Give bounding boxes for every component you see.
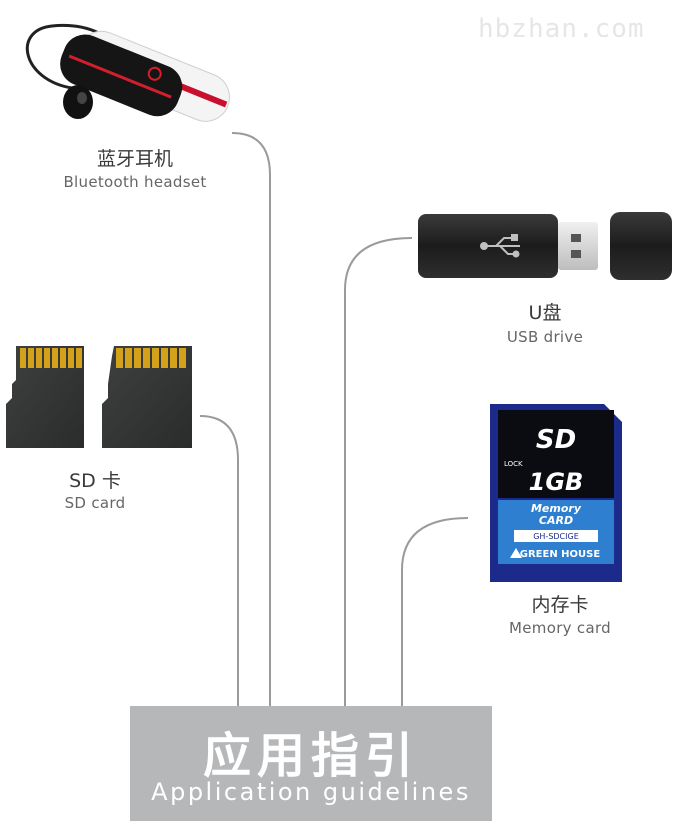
application-guide-banner: 应用指引 Application guidelines — [130, 706, 492, 821]
memory-card-image: SD LOCK 1GB Memory CARD GH-SDCIGE GREEN … — [490, 404, 622, 582]
card-lock-text: LOCK — [504, 460, 523, 468]
banner-title-en: Application guidelines — [151, 778, 471, 806]
headset-label-en: Bluetooth headset — [63, 173, 207, 191]
memory-connector — [401, 517, 469, 706]
card-maker-text: GREEN HOUSE — [520, 549, 601, 560]
sd-label-en: SD card — [64, 494, 126, 512]
memory-label-cn: 内存卡 — [531, 594, 589, 616]
headset-connector — [231, 132, 271, 706]
usb-label-cn: U盘 — [528, 302, 562, 324]
usb-connector — [344, 237, 413, 706]
sd-card-image — [6, 346, 192, 448]
card-logo-text: SD — [536, 425, 576, 455]
card-brand-line2: CARD — [539, 514, 573, 527]
card-model-text: GH-SDCIGE — [533, 532, 579, 541]
headset-label-cn: 蓝牙耳机 — [96, 148, 173, 170]
watermark-text: hbzhan.com — [478, 14, 645, 44]
card-brand-line1: Memory — [531, 502, 582, 515]
usb-label-en: USB drive — [506, 328, 584, 346]
banner-title-cn: 应用指引 — [202, 728, 419, 784]
sd-connector — [199, 415, 239, 706]
usb-trident-icon — [480, 234, 520, 258]
bluetooth-headset-image — [25, 23, 230, 122]
usb-drive-image — [418, 212, 672, 280]
sd-label-cn: SD 卡 — [69, 470, 121, 492]
card-capacity-text: 1GB — [529, 468, 584, 496]
memory-label-en: Memory card — [509, 619, 611, 637]
